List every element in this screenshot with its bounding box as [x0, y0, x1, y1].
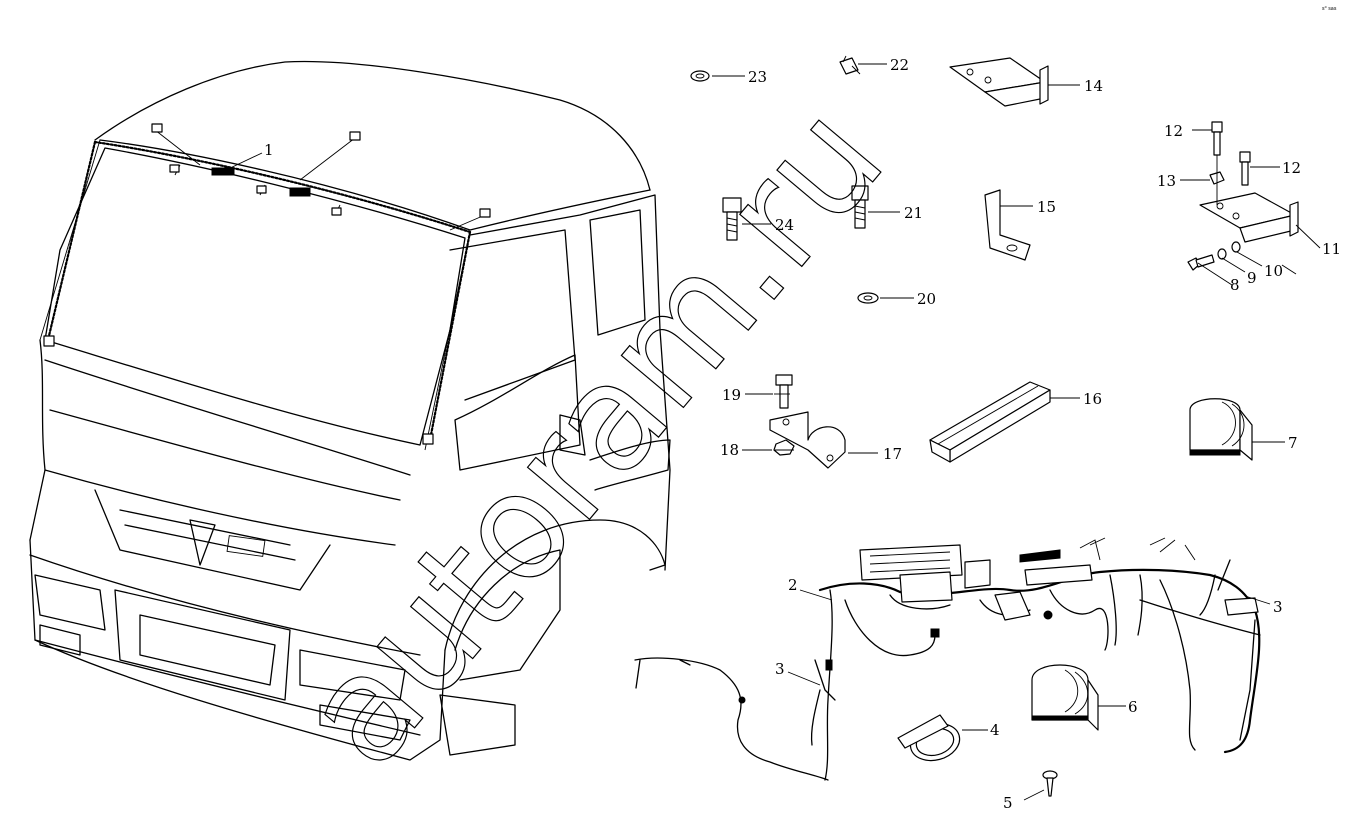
callout-12b: 12	[1282, 159, 1301, 177]
bolt-21	[851, 185, 900, 229]
cover-7	[1189, 398, 1285, 461]
screw-5	[1023, 770, 1058, 801]
callout-14: 14	[1084, 77, 1103, 95]
callout-21: 21	[904, 204, 923, 222]
callout-2: 2	[788, 576, 798, 594]
bracket-15	[984, 189, 1033, 261]
callout-15: 15	[1037, 198, 1056, 216]
leader-lines	[225, 152, 1297, 686]
callout-3a: 3	[775, 660, 785, 678]
washer-23	[690, 70, 745, 82]
callout-18: 18	[720, 441, 739, 459]
callout-11: 11	[1322, 240, 1341, 258]
callout-17: 17	[883, 445, 902, 463]
bracket-14	[949, 57, 1080, 107]
callout-1: 1	[264, 141, 274, 159]
rubber-strip-16	[929, 381, 1080, 463]
callout-16: 16	[1083, 390, 1102, 408]
callout-9: 9	[1247, 269, 1257, 287]
clip-22	[839, 55, 887, 75]
callout-24: 24	[775, 216, 794, 234]
callout-labels: 1 2 3 3 3 4 5 6 7 8 9 10 11 12 12 13 14 …	[264, 56, 1341, 812]
hose-clamp-4	[897, 714, 988, 762]
washer-20	[857, 292, 914, 304]
callout-12a: 12	[1164, 122, 1183, 140]
clamp-assembly	[769, 374, 878, 469]
callout-8: 8	[1230, 276, 1240, 294]
callout-13: 13	[1157, 172, 1176, 190]
bolt-24	[722, 197, 771, 241]
bracket-assembly-11	[1180, 121, 1321, 286]
corner-mark: s⁰ sas	[1322, 6, 1337, 12]
truck-cab-illustration	[29, 60, 671, 761]
callout-22: 22	[890, 56, 909, 74]
dash-wiring-harness	[634, 537, 1261, 781]
callout-5: 5	[1003, 794, 1013, 812]
callout-10: 10	[1264, 262, 1283, 280]
cover-6	[1031, 664, 1126, 731]
callout-6: 6	[1128, 698, 1138, 716]
callout-7: 7	[1288, 434, 1298, 452]
callout-4: 4	[990, 721, 1000, 739]
callout-20: 20	[917, 290, 936, 308]
callout-19: 19	[722, 386, 741, 404]
callout-3b: 3	[1273, 598, 1283, 616]
callout-23: 23	[748, 68, 767, 86]
